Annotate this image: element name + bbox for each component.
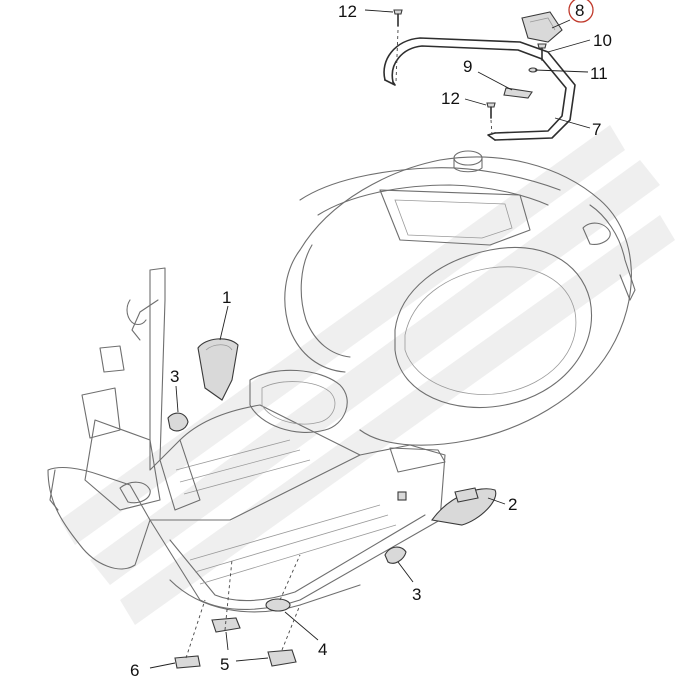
callout-8: 8 — [575, 1, 584, 20]
small-pad — [174, 655, 201, 669]
front-vent-panel — [197, 338, 239, 401]
callout-2: 2 — [508, 495, 517, 514]
grab-rail — [383, 37, 576, 141]
callout-1: 1 — [222, 288, 231, 307]
rail-end-cap — [521, 11, 563, 43]
screw-icon — [397, 491, 407, 501]
leader-lines — [149, 9, 591, 669]
screws — [393, 9, 547, 119]
callout-6: 6 — [130, 661, 139, 680]
scooter-body-shell — [47, 150, 636, 613]
grommet-right — [384, 546, 407, 564]
floor-pad-lower — [267, 649, 297, 667]
callout-10: 10 — [593, 31, 612, 50]
callout-5: 5 — [220, 655, 229, 674]
callout-12-mid: 12 — [441, 89, 460, 108]
callout-7: 7 — [592, 120, 601, 139]
watermark — [60, 125, 675, 625]
grommet-left — [167, 412, 189, 432]
callout-3-left: 3 — [170, 367, 179, 386]
floor-pad-upper — [211, 617, 241, 633]
callout-4: 4 — [318, 640, 327, 659]
callout-11: 11 — [590, 64, 608, 83]
callout-3-bottom: 3 — [412, 585, 421, 604]
highlight-ring — [568, 0, 594, 23]
callout-labels: 12 8 10 9 11 12 7 1 3 2 3 4 5 6 — [130, 1, 612, 680]
side-trim-piece — [431, 488, 497, 526]
callout-9: 9 — [463, 57, 472, 76]
rubber-plug — [265, 598, 291, 612]
callout-12-top: 12 — [338, 2, 357, 21]
